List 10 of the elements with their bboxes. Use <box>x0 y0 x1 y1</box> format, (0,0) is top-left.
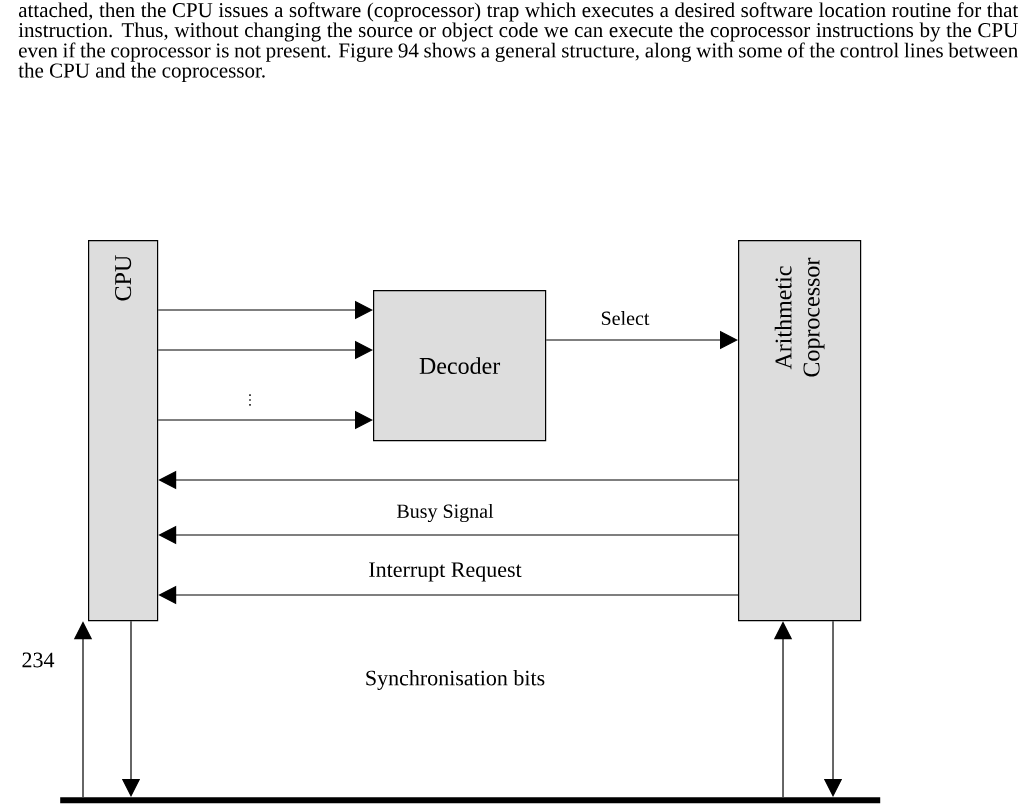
edge-label: Busy Signal <box>395 502 495 524</box>
page-number: 234 <box>22 652 55 668</box>
coprocessor-box: Arithmetic Coprocessor <box>738 240 862 622</box>
paragraph: attached, then the CPU issues a software (coprocessor) trap which executes a desired software location routine for that instruction. Thus, without changing the source or object code we can execute the coprocessor instructions by the CPU even if the coprocessor is not present. Figure 94 shows a general structure, along with some of the control lines between the CPU and the coprocessor. <box>18 2 1019 82</box>
edge-label: Select <box>599 309 651 327</box>
edge-label: Interrupt Request <box>367 561 523 583</box>
ellipsis: ⋮ <box>249 394 251 406</box>
processor-box: CPU <box>88 240 159 622</box>
decoder-box: Decoder <box>373 290 547 442</box>
signal-label: Synchronisation bits <box>366 670 545 690</box>
